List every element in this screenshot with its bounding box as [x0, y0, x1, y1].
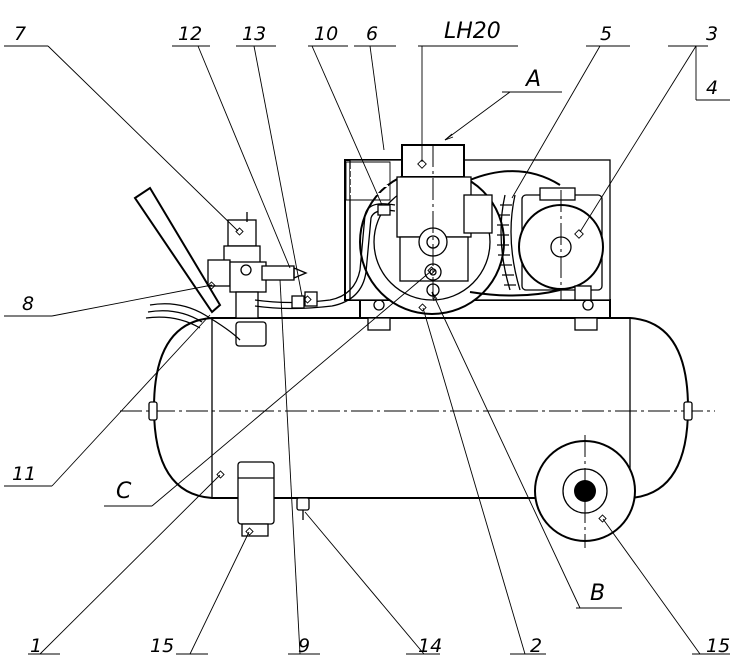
label-7: 7 [14, 23, 26, 45]
label-6: 6 [366, 23, 378, 45]
wheel [534, 435, 636, 548]
label-11: 11 [12, 463, 36, 485]
label-10: 10 [314, 23, 338, 45]
leader-lines [4, 45, 730, 655]
label-A: A [524, 67, 541, 92]
label-9: 9 [298, 635, 310, 655]
label-B: B [590, 581, 605, 606]
electric-motor [518, 187, 604, 301]
callout-labels: 7 12 13 10 6 LH20 5 3 4 A 8 11 C B 1 15 … [12, 19, 730, 655]
label-8: 8 [22, 293, 34, 315]
label-C: C [116, 479, 132, 504]
label-LH20: LH20 [444, 19, 501, 44]
reference-markers [207, 159, 607, 536]
label-15-right: 15 [706, 635, 730, 655]
pump-head [396, 144, 493, 300]
pressure-switch-assembly [207, 212, 308, 347]
label-1: 1 [30, 635, 42, 655]
label-2: 2 [530, 635, 542, 655]
label-12: 12 [178, 23, 202, 45]
label-5: 5 [600, 23, 612, 45]
label-13: 13 [242, 23, 266, 45]
handle [133, 186, 222, 314]
label-15-left: 15 [150, 635, 174, 655]
label-4: 4 [706, 77, 718, 99]
label-14: 14 [418, 635, 442, 655]
label-3: 3 [706, 23, 718, 45]
tank-foot [237, 461, 310, 537]
